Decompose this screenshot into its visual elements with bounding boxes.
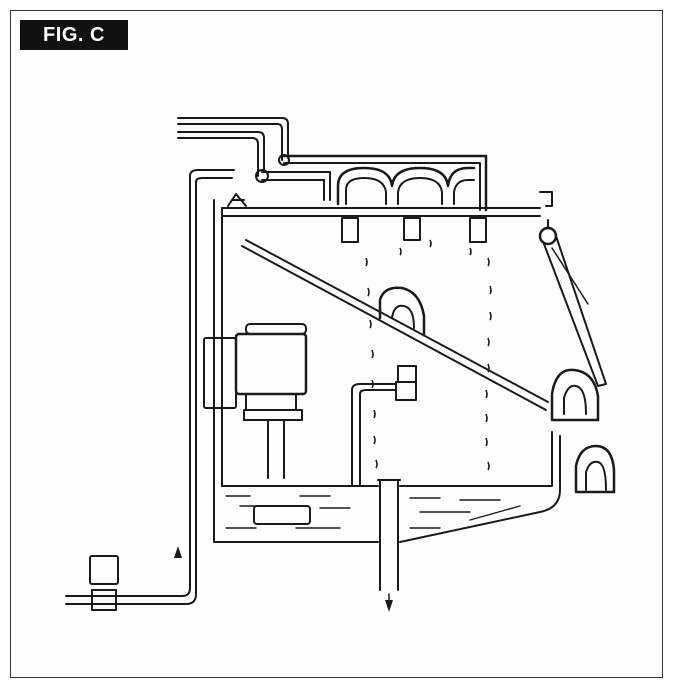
spray-manifold (261, 154, 488, 212)
hinged-flap (538, 219, 607, 387)
arrow-up-icon (174, 546, 182, 558)
drain-pipe (377, 479, 401, 612)
supply-line (65, 169, 235, 611)
tank (213, 199, 561, 543)
supply-pipes (177, 117, 290, 183)
figure-label: FIG. C (20, 20, 128, 50)
solenoid-valve (89, 555, 119, 585)
conveyor-plate (241, 239, 549, 411)
motor (203, 323, 311, 525)
spray-bar (221, 191, 553, 243)
tank-valve (351, 365, 417, 487)
small-check-valve (227, 193, 247, 207)
product-items (378, 286, 616, 494)
arrow-down-icon (385, 600, 393, 612)
water-drops (365, 239, 492, 471)
